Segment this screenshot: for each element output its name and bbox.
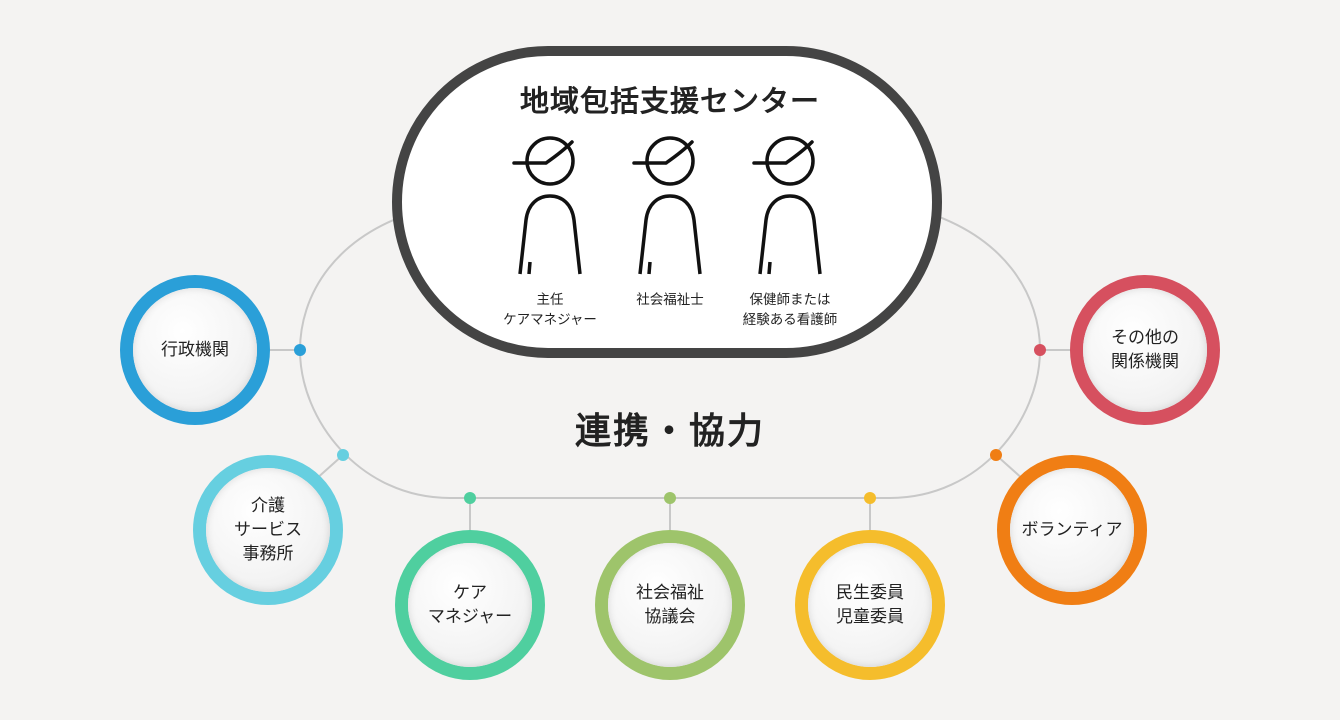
- staff-label-nurse: 保健師または 経験ある看護師: [742, 292, 838, 328]
- staff-label-care-manager: 主任 ケアマネジャー: [503, 292, 597, 328]
- node-label: 民生委員 児童委員: [836, 583, 904, 627]
- node-label: ボランティア: [1021, 520, 1123, 540]
- cooperation-label: 連携・協力: [574, 411, 765, 452]
- staff-person-icon: [512, 136, 582, 275]
- node-social-welfare-council: 社会福祉 協議会: [595, 530, 745, 680]
- dot-gyosei: [294, 344, 306, 356]
- dot-volunteer: [990, 449, 1002, 461]
- node-care-manager: ケア マネジャー: [395, 530, 545, 680]
- node-gyosei: 行政機関: [120, 275, 270, 425]
- dot-minsei: [864, 492, 876, 504]
- node-label: 行政機関: [161, 340, 229, 360]
- node-label: その他の 関係機関: [1111, 328, 1179, 372]
- center-pill: [392, 46, 942, 358]
- node-minsei-iin: 民生委員 児童委員: [795, 530, 945, 680]
- node-label: 社会福祉 協議会: [636, 583, 704, 627]
- staff-person-icon: [632, 136, 702, 275]
- dot-shakyo: [664, 492, 676, 504]
- dot-kaigo: [337, 449, 349, 461]
- staff-person-icon: [752, 136, 822, 275]
- node-volunteer: ボランティア: [997, 455, 1147, 605]
- dot-caremanager: [464, 492, 476, 504]
- node-label: 介護 サービス 事務所: [234, 496, 302, 564]
- node-other-agencies: その他の 関係機関: [1070, 275, 1220, 425]
- center-title: 地域包括支援センター: [519, 84, 820, 118]
- node-label: ケア マネジャー: [427, 583, 513, 627]
- staff-label-social-worker: 社会福祉士: [636, 292, 704, 308]
- node-kaigo-service: 介護 サービス 事務所: [193, 455, 343, 605]
- dot-sonota: [1034, 344, 1046, 356]
